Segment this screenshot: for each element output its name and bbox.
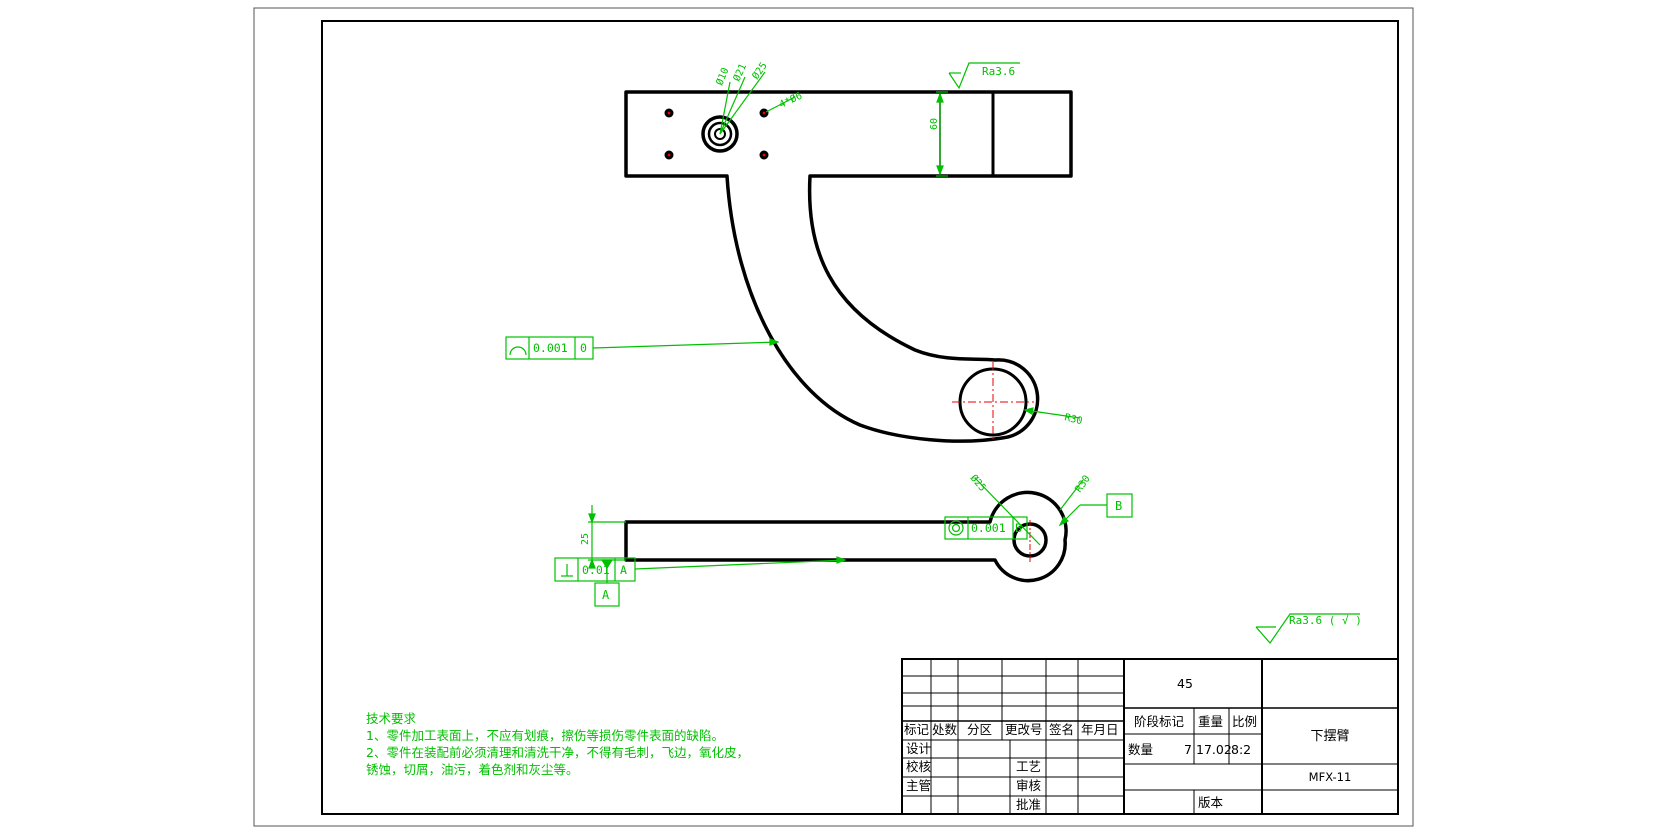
label-check: 校核: [906, 759, 932, 774]
label-weight: 重量: [1198, 714, 1223, 729]
tech-req-title: 技术要求: [366, 711, 417, 726]
title-block: [901, 658, 1399, 815]
header-change-no: 更改号: [1005, 722, 1043, 737]
label-process: 工艺: [1016, 759, 1041, 774]
perpendicularity-datum: A: [620, 563, 627, 577]
profile-tolerance-frame: [505, 336, 594, 360]
datum-a-label: A: [602, 588, 610, 602]
side-view-annotations: [554, 477, 1133, 607]
leader-r30-top: [1024, 409, 1081, 419]
roughness-symbol-top: [948, 62, 1020, 90]
concentricity-icon-inner: [951, 523, 961, 533]
roughness-label-top: Ra3.6: [982, 65, 1015, 78]
label-quantity: 数量: [1128, 742, 1153, 757]
top-bore-inner: [714, 128, 726, 140]
concentricity-value: 0.001: [971, 521, 1006, 535]
technical-requirements: 技术要求 1、零件加工表面上，不应有划痕，擦伤等损伤零件表面的缺陷。 2、零件在…: [366, 710, 749, 778]
dim-25: 25: [580, 533, 591, 545]
leader-d25: [719, 71, 766, 135]
general-roughness-label: Ra3.6 ( √ ): [1289, 614, 1362, 627]
dim-d21: Ø21: [731, 62, 749, 83]
datum-b-label: B: [1115, 499, 1122, 513]
outer-border: [253, 7, 1414, 827]
top-view-annotations: [505, 62, 1081, 419]
top-bore-middle: [707, 121, 733, 147]
header-mark: 标记: [904, 722, 930, 737]
perpendicularity-value: 0.01: [582, 563, 610, 577]
hole-center-mark: [762, 153, 766, 157]
tech-req-item-3: 锈蚀，切屑，油污，着色剂和灰尘等。: [366, 762, 579, 777]
inner-border: [321, 20, 1399, 815]
label-approve: 批准: [1016, 797, 1041, 812]
scale-value: 8:2: [1231, 742, 1251, 757]
label-design: 设计: [906, 741, 931, 756]
label-version: 版本: [1198, 795, 1224, 810]
tech-req-item-2: 2、零件在装配前必须清理和清洗干净，不得有毛刺，飞边，氧化皮，: [366, 745, 749, 760]
dim-d10: Ø10: [714, 66, 732, 87]
weight-value: 17.02: [1196, 742, 1232, 757]
hole-center-mark: [667, 111, 671, 115]
header-zone: 分区: [967, 722, 992, 737]
leader-d10: [719, 81, 731, 135]
side-view-outline: [624, 490, 1068, 583]
drawing-number: MFX-11: [1309, 770, 1352, 784]
top-view: [624, 90, 1073, 443]
leader-r30-side: [1059, 479, 1084, 511]
dim-d25: Ø25: [750, 60, 770, 82]
concentricity-icon-outer: [948, 520, 964, 536]
leader-holes: [765, 96, 796, 113]
label-review: 审核: [1016, 778, 1042, 793]
leader-perpendicularity: [634, 559, 846, 570]
dim-r30-side: R30: [1073, 474, 1092, 495]
top-view-outline: [624, 90, 1073, 443]
perpendicularity-frame: [554, 557, 636, 582]
concentricity-datum: B: [1015, 521, 1022, 535]
label-stage-mark: 阶段标记: [1134, 714, 1185, 729]
material: 45: [1177, 676, 1193, 691]
part-name: 下摆臂: [1310, 729, 1349, 744]
leader-profile: [592, 341, 779, 349]
header-count: 处数: [932, 722, 958, 737]
profile-of-line-icon: [509, 346, 527, 356]
label-supervisor: 主管: [906, 778, 931, 793]
quantity-value: 7: [1184, 742, 1192, 757]
profile-tolerance-value: 0.001: [533, 341, 568, 355]
side-view: [624, 490, 1068, 583]
dim-r30-top: R30: [1063, 412, 1083, 427]
leader-d21: [719, 76, 746, 135]
general-roughness: [1255, 613, 1360, 644]
dim-60: 60: [929, 118, 940, 130]
label-scale: 比例: [1232, 714, 1257, 729]
title-block-text: 标记 处数 分区 更改号 签名 年月日 设计 校核 主管 工艺 审核 批准 45…: [904, 676, 1351, 812]
header-date: 年月日: [1081, 722, 1119, 737]
header-signature: 签名: [1049, 722, 1074, 737]
leader-d25-side: [974, 477, 1041, 546]
hole-center-mark: [667, 153, 671, 157]
profile-tolerance-datum: 0: [580, 341, 587, 355]
tech-req-item-1: 1、零件加工表面上，不应有划痕，擦伤等损伤零件表面的缺陷。: [366, 728, 724, 743]
hole-center-mark: [762, 111, 766, 115]
concentricity-frame: [944, 516, 1028, 540]
dim-d25-side: Ø25: [968, 472, 989, 494]
top-bore-outer: [701, 115, 739, 153]
